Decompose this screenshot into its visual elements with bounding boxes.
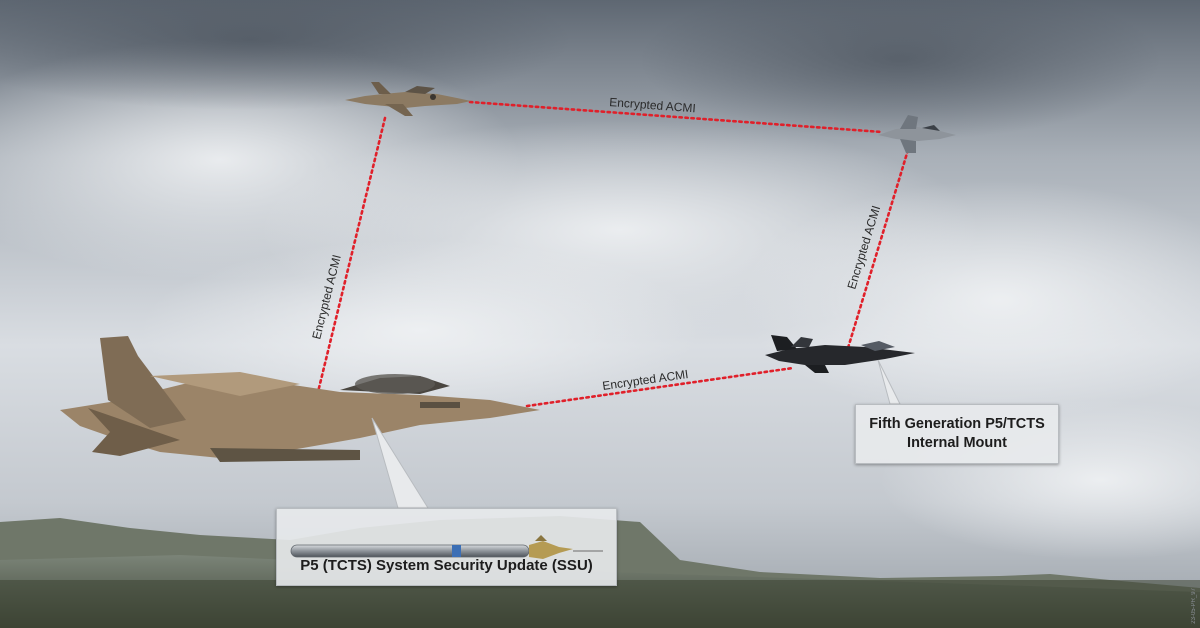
f15-jet-top-icon (345, 82, 471, 116)
link-line-right (846, 148, 910, 350)
f15-jet-lead-icon (60, 336, 540, 462)
link-line-left (316, 116, 387, 394)
ssu-caption: P5 (TCTS) System Security Update (SSU) (300, 557, 593, 574)
f35-jet-right-icon (765, 335, 915, 373)
link-lines (316, 100, 910, 408)
link-label-top: Encrypted ACMI (609, 95, 696, 115)
link-line-bottom (525, 366, 795, 408)
image-credit: 23-05-PR_97 (1191, 588, 1197, 624)
fifth-gen-callout: Fifth Generation P5/TCTS Internal Mount (855, 404, 1059, 464)
f35-jet-top-right-icon (878, 115, 956, 153)
fifth-gen-caption-line2: Internal Mount (907, 435, 1007, 451)
pod-missile-icon (290, 535, 603, 559)
link-line-top (468, 100, 884, 134)
fifth-gen-caption-line1: Fifth Generation P5/TCTS (869, 416, 1045, 432)
ssu-callout: P5 (TCTS) System Security Update (SSU) (276, 508, 617, 586)
